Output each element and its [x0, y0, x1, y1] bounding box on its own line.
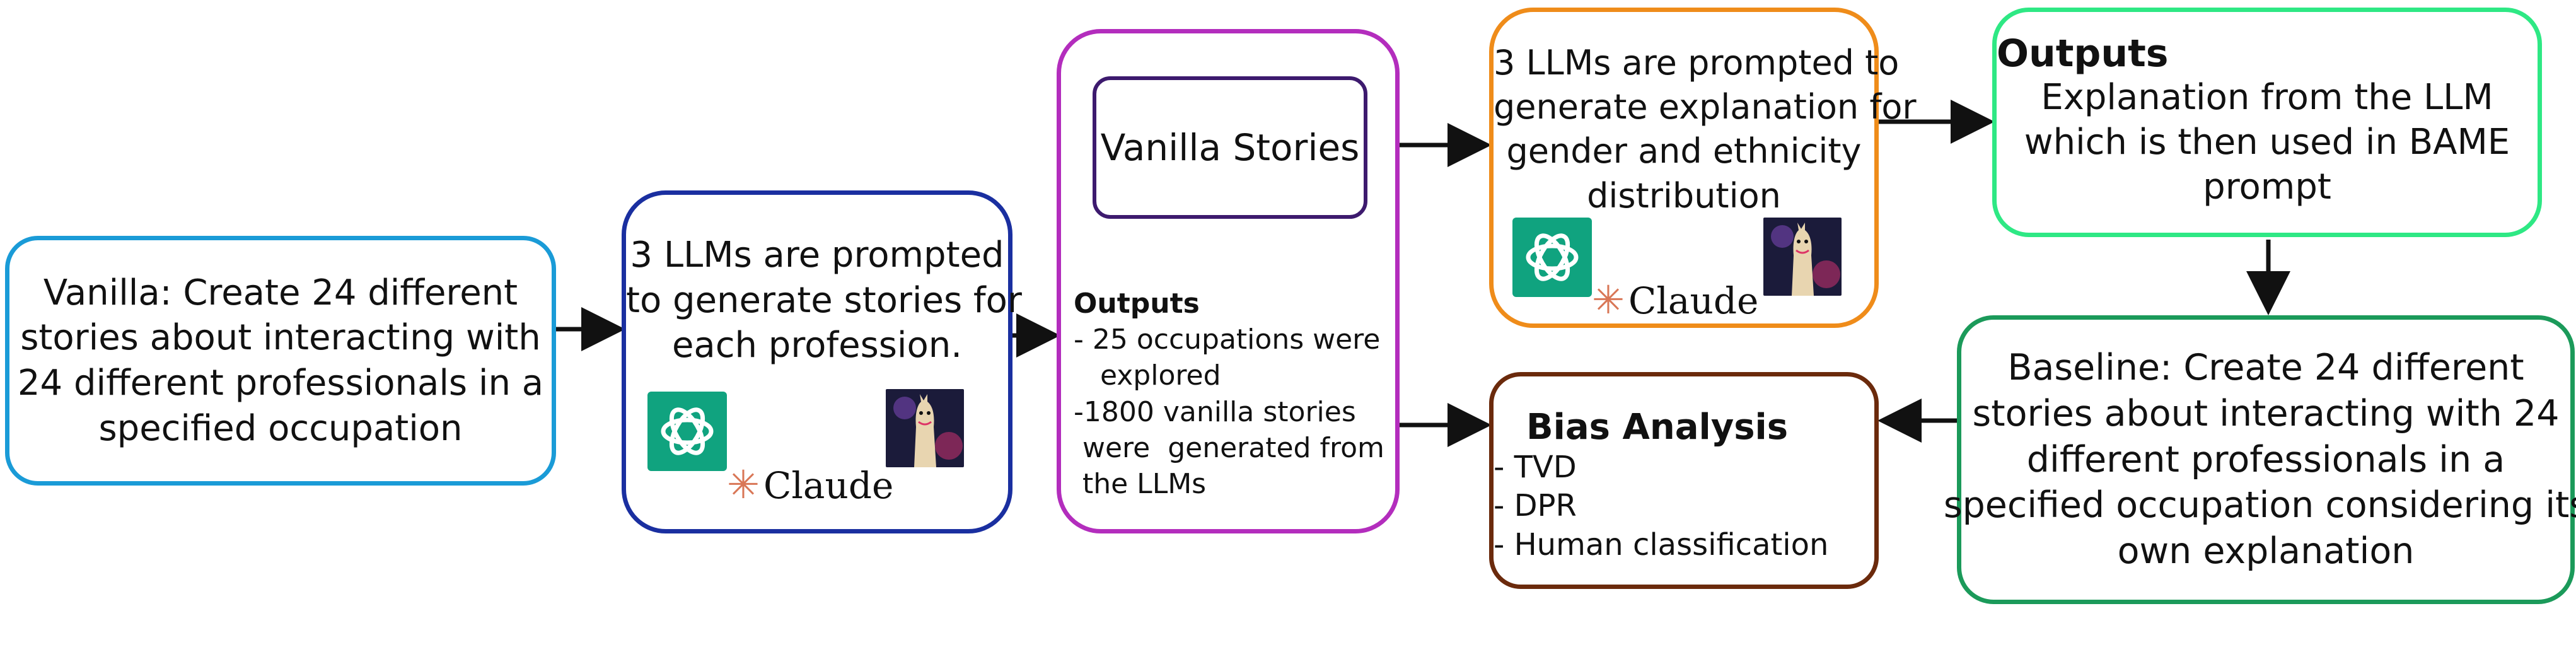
vanilla-prompt-line: Vanilla: Create 24 different [43, 272, 518, 313]
bias-analysis-item: - TVD [1494, 450, 1577, 485]
baseline-line: specified occupation considering its [1943, 484, 2576, 527]
outputs-explanation-box: Outputs Explanation from the LLM which i… [1992, 8, 2542, 237]
llama-image-icon [1763, 218, 1842, 296]
outputs-stories-item: the LLMs [1074, 467, 1207, 500]
outputs-explanation-line: which is then used in BAME [2024, 122, 2510, 163]
baseline-line: own explanation [2117, 530, 2415, 573]
vanilla-stories-label: Vanilla Stories [1100, 126, 1360, 169]
llm-stories-box: 3 LLMs are prompted to generate stories … [622, 190, 1022, 533]
bias-analysis-box: Bias Analysis - TVD - DPR - Human classi… [1489, 372, 1879, 589]
outputs-explanation-line: Explanation from the LLM [2041, 77, 2493, 118]
outputs-stories-item: were generated from [1074, 431, 1384, 464]
bias-analysis-item: - Human classification [1494, 527, 1829, 562]
llama-image-icon [886, 389, 964, 467]
vanilla-prompt-line: stories about interacting with [20, 317, 541, 359]
claude-logo-icon: ✳Claude [1592, 277, 1759, 323]
bias-analysis-title: Bias Analysis [1526, 407, 1789, 448]
outputs-stories-box: Vanilla Stories Outputs - 25 occupations… [1057, 29, 1400, 533]
baseline-line: Baseline: Create 24 different [2007, 346, 2524, 388]
openai-logo-icon [1512, 218, 1592, 297]
outputs-stories-item: -1800 vanilla stories [1074, 395, 1356, 428]
vanilla-prompt-line: 24 different professionals in a [17, 363, 544, 404]
vanilla-prompt-line: specified occupation [98, 407, 463, 449]
outputs-stories-item: explored [1074, 359, 1221, 392]
llm-stories-line: to generate stories for [626, 279, 1022, 321]
bias-analysis-item: - DPR [1494, 488, 1577, 524]
vanilla-prompt-box: Vanilla: Create 24 different stories abo… [5, 236, 556, 486]
outputs-explanation-line: prompt [2203, 166, 2331, 208]
explanation-prompt-line: distribution [1587, 175, 1781, 216]
explanation-prompt-box: 3 LLMs are prompted to generate explanat… [1489, 8, 1917, 328]
explanation-prompt-line: 3 LLMs are prompted to [1494, 43, 1900, 83]
llm-stories-line: 3 LLMs are prompted [630, 235, 1004, 276]
llm-stories-line: each profession. [671, 325, 963, 366]
baseline-line: stories about interacting with 24 [1972, 392, 2560, 434]
outputs-explanation-title: Outputs [1997, 32, 2169, 76]
claude-label: Claude [1628, 279, 1759, 322]
openai-logo-icon [647, 392, 727, 471]
claude-label: Claude [763, 464, 894, 507]
explanation-prompt-line: generate explanation for [1494, 87, 1917, 127]
claude-logo-icon: ✳Claude [727, 462, 894, 508]
baseline-prompt-box: Baseline: Create 24 different stories ab… [1944, 315, 2576, 604]
explanation-prompt-line: gender and ethnicity [1506, 131, 1862, 172]
outputs-stories-item: - 25 occupations were [1074, 323, 1381, 356]
baseline-line: different professionals in a [2026, 438, 2505, 481]
vanilla-stories-box: Vanilla Stories [1093, 76, 1367, 219]
outputs-stories-title: Outputs [1074, 288, 1200, 320]
